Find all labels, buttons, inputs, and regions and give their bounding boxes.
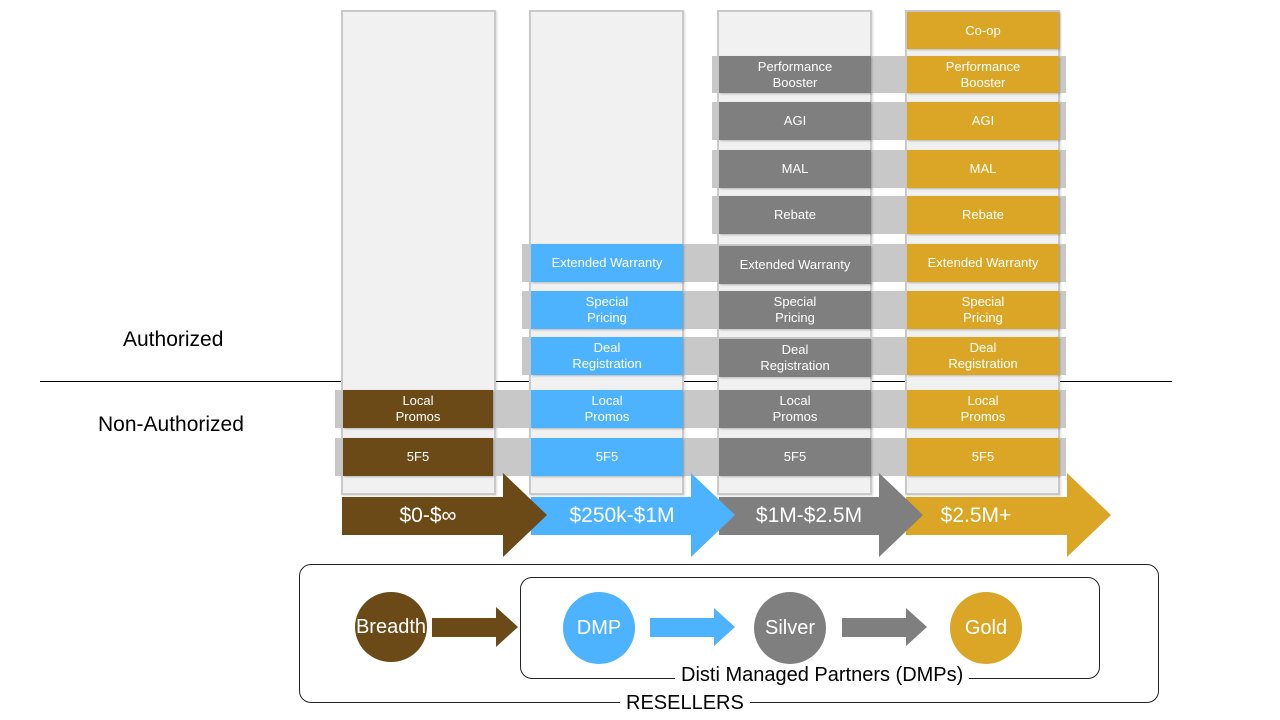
- gold-co-op-box: Co-op: [907, 12, 1059, 49]
- breadth-circle: Breadth: [355, 592, 427, 662]
- silver-arrow-label: $1M-$2.5M: [755, 504, 863, 527]
- dmp-local-promos-box: Local Promos: [531, 390, 683, 428]
- breadth-5f5-box: 5F5: [343, 438, 493, 476]
- dmp-extended-warranty-box: Extended Warranty: [531, 244, 683, 282]
- gold-deal-registration-box: Deal Registration: [907, 337, 1059, 375]
- silver-local-promos-box: Local Promos: [719, 390, 871, 428]
- silver-5f5-box: 5F5: [719, 438, 871, 476]
- gold-arrow-label: $2.5M+: [940, 504, 1012, 527]
- dmp-circle: DMP: [563, 592, 635, 664]
- gold-special-pricing-box: Special Pricing: [907, 291, 1059, 329]
- gold-5f5-box: 5F5: [907, 438, 1059, 476]
- non-authorized-label: Non-Authorized: [98, 413, 244, 436]
- dmp-arrow-label: $250k-$1M: [569, 504, 675, 527]
- silver-special-pricing-box: Special Pricing: [719, 291, 871, 329]
- gold-rebate-box: Rebate: [907, 196, 1059, 234]
- gold-extended-warranty-box: Extended Warranty: [907, 244, 1059, 282]
- silver-circle: Silver: [754, 592, 826, 664]
- breadth-local-promos-box: Local Promos: [343, 390, 493, 428]
- gold-circle: Gold: [950, 592, 1022, 664]
- resellers-caption: RESELLERS: [620, 692, 750, 715]
- silver-mal-box: MAL: [719, 150, 871, 188]
- silver-agi-box: AGI: [719, 102, 871, 140]
- silver-rebate-box: Rebate: [719, 196, 871, 234]
- dmp-deal-registration-box: Deal Registration: [531, 337, 683, 375]
- dmp-5f5-box: 5F5: [531, 438, 683, 476]
- gold-agi-box: AGI: [907, 102, 1059, 140]
- authorized-label: Authorized: [123, 328, 224, 351]
- dmps-caption: Disti Managed Partners (DMPs): [675, 664, 970, 687]
- silver-performance-booster-box: Performance Booster: [719, 56, 871, 93]
- gold-mal-box: MAL: [907, 150, 1059, 188]
- gold-local-promos-box: Local Promos: [907, 390, 1059, 428]
- breadth-arrow-label: $0-$∞: [399, 504, 457, 527]
- silver-deal-registration-box: Deal Registration: [719, 339, 871, 377]
- dmp-special-pricing-box: Special Pricing: [531, 291, 683, 329]
- gold-performance-booster-box: Performance Booster: [907, 56, 1059, 93]
- silver-extended-warranty-box: Extended Warranty: [719, 246, 871, 284]
